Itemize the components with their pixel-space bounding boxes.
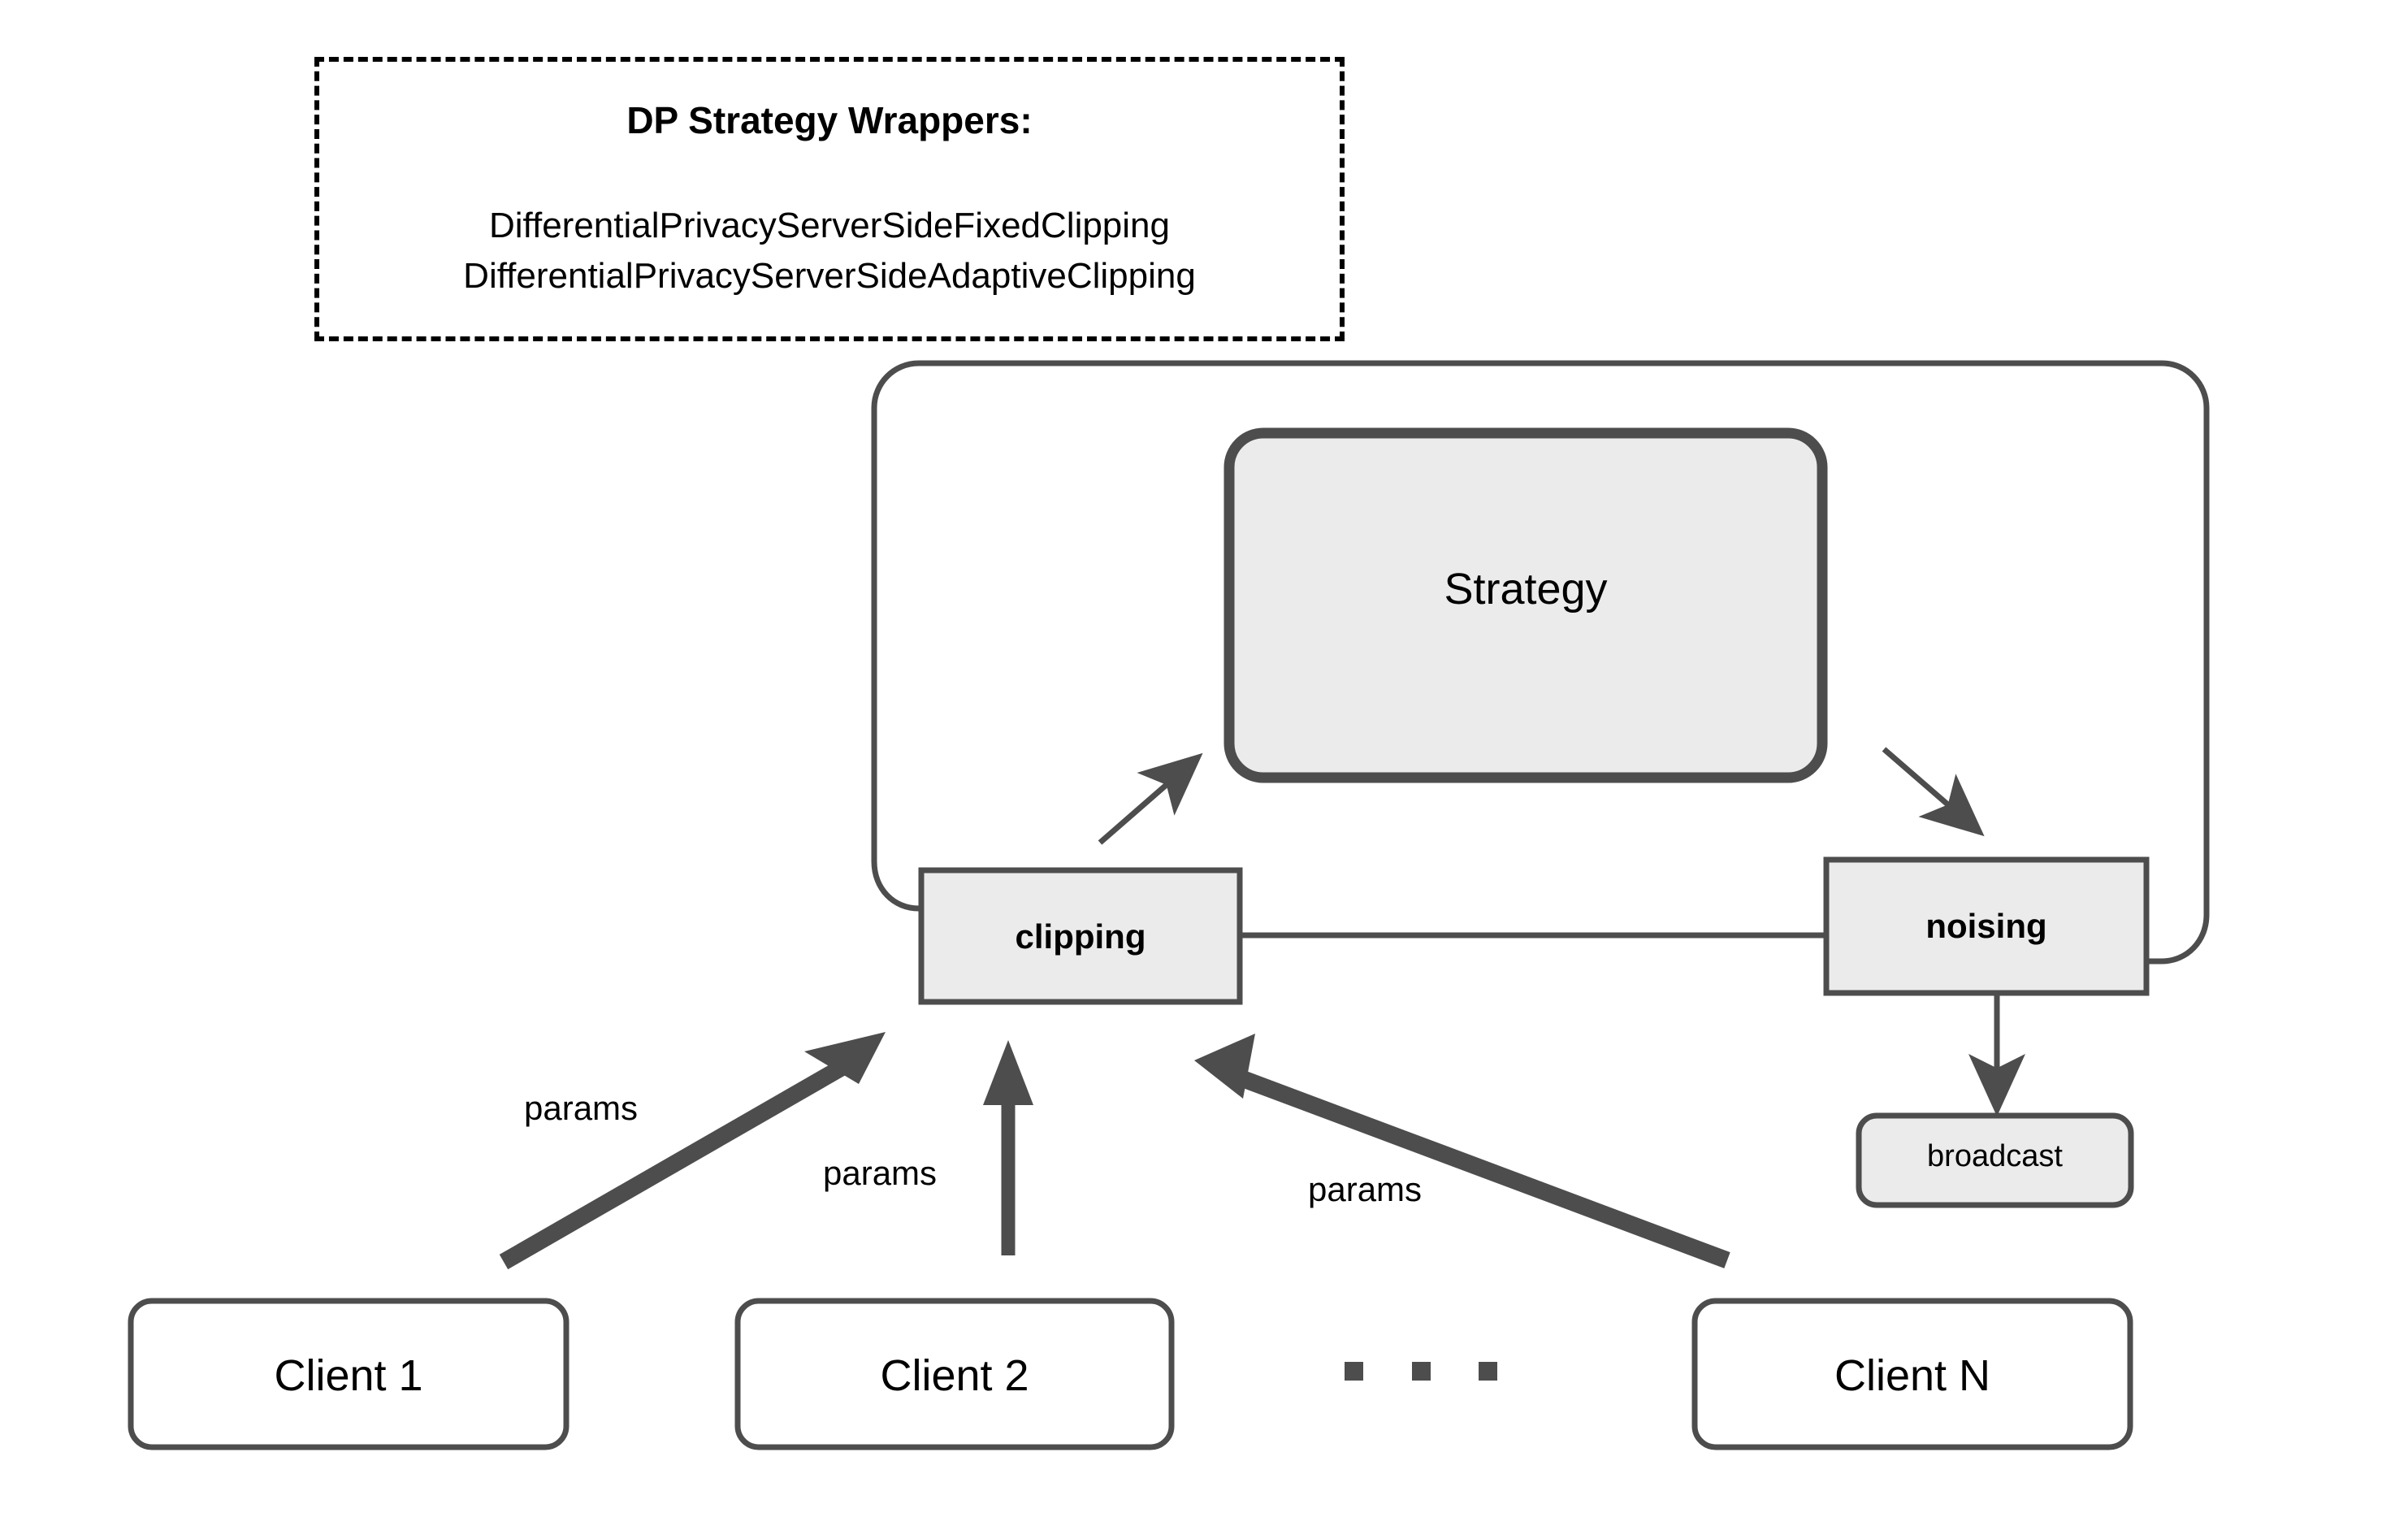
- params-arrow-client-1: [499, 1032, 886, 1270]
- params-arrow-client-n: [1194, 1034, 1730, 1268]
- edge-label-params-client-n: params: [1308, 1170, 1423, 1208]
- client-box-1: [128, 1298, 570, 1450]
- server-container-outline: [871, 360, 2210, 965]
- broadcast-box: [1856, 1112, 2134, 1208]
- client-box-3: [1691, 1298, 2133, 1450]
- dp-strategy-wrappers-box: [314, 57, 1345, 341]
- edge-label-params-client-2: params: [823, 1154, 938, 1192]
- client-box-2: [734, 1298, 1175, 1450]
- params-arrow-client-2: [983, 1040, 1033, 1255]
- strategy-box: [1223, 427, 1828, 783]
- ellipsis-dot-2: [1412, 1362, 1431, 1381]
- clipping-box: [918, 867, 1243, 1005]
- strategy-to-noising-arrow: [1882, 747, 1985, 837]
- clipping-to-strategy-arrow: [1098, 752, 1203, 845]
- ellipsis-dot-1: [1345, 1362, 1363, 1381]
- noising-box: [1823, 856, 2150, 996]
- ellipsis-dot-3: [1479, 1362, 1497, 1381]
- edge-label-params-client-1: params: [524, 1089, 639, 1127]
